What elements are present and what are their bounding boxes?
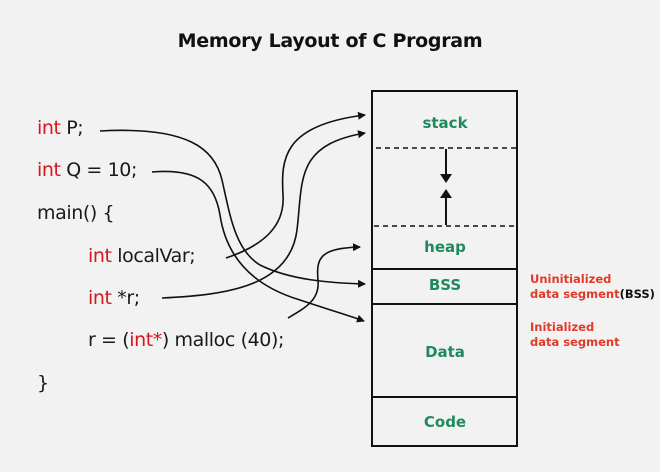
segment-label-bss: BSS	[428, 276, 462, 294]
arrow-localvar-to-stack	[225, 111, 366, 259]
segment-label-data: Data	[425, 343, 465, 361]
segment-label-stack: stack	[422, 114, 468, 132]
code-text: P;	[60, 117, 84, 139]
code-line-int-p: int P;	[37, 117, 84, 139]
code-line-close-brace: }	[37, 372, 49, 394]
code-text: *r;	[111, 287, 140, 309]
bss-note-line1: Uninitialized	[530, 272, 612, 286]
keyword-int-pointer: int*	[129, 329, 162, 351]
bss-note-suffix: (BSS)	[619, 287, 655, 301]
code-line-localvar: int localVar;	[88, 245, 196, 267]
code-text: ) malloc (40);	[161, 329, 284, 351]
arrow-q-to-data	[151, 170, 365, 323]
keyword-int: int	[88, 287, 112, 309]
bss-note: Uninitialized data segment(BSS)	[530, 272, 655, 302]
keyword-int: int	[37, 159, 61, 181]
code-line-main: main() {	[37, 202, 115, 224]
arrow-p-to-bss	[99, 129, 366, 288]
data-note-line2: data segment	[530, 335, 620, 349]
data-note: Initialized data segment	[530, 320, 620, 350]
code-line-pointer-r: int *r;	[88, 287, 140, 309]
code-line-malloc: r = (int*) malloc (40);	[88, 329, 284, 351]
segment-label-code: Code	[423, 413, 467, 431]
heap-grows-up-arrow-icon	[440, 189, 452, 225]
arrow-r-to-stack	[161, 130, 366, 299]
data-note-line1: Initialized	[530, 320, 595, 334]
code-text: r = (	[88, 329, 130, 351]
stack-grows-down-arrow-icon	[440, 149, 452, 183]
bss-note-line2: data segment	[530, 287, 620, 301]
code-text: localVar;	[111, 245, 196, 267]
code-text: Q = 10;	[60, 159, 137, 181]
keyword-int: int	[37, 117, 61, 139]
arrow-malloc-to-heap	[287, 243, 361, 319]
segment-label-heap: heap	[424, 238, 466, 256]
code-line-int-q: int Q = 10;	[37, 159, 137, 181]
keyword-int: int	[88, 245, 112, 267]
diagram-title: Memory Layout of C Program	[177, 30, 483, 52]
